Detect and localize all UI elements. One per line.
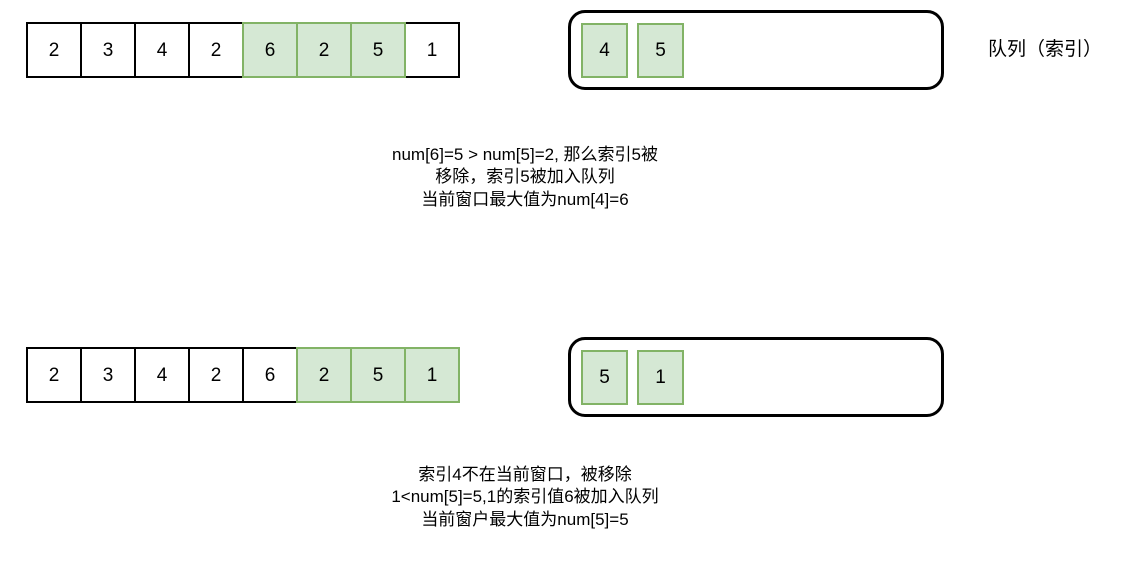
array-cell-value: 4 — [156, 39, 168, 61]
queue-items-step-2: 5 1 — [571, 349, 684, 405]
queue-cell: 1 — [637, 349, 684, 405]
array-cell-highlighted: 5 — [350, 347, 406, 403]
array-strip-step-2: 2 3 4 2 6 2 5 1 — [26, 347, 460, 403]
array-cell: 2 — [188, 22, 244, 78]
array-cell-value: 6 — [264, 39, 276, 61]
array-cell: 1 — [404, 22, 460, 78]
queue-cell-value: 4 — [599, 39, 610, 61]
array-cell: 3 — [80, 22, 136, 78]
caption-line: 索引4不在当前窗口，被移除 — [418, 465, 632, 484]
queue-items-step-1: 4 5 — [571, 22, 684, 78]
array-cell-value: 6 — [264, 364, 276, 386]
caption-step-2: 索引4不在当前窗口，被移除 1<num[5]=5,1的索引值6被加入队列 当前窗… — [0, 464, 1050, 531]
queue-cell-value: 1 — [655, 366, 666, 388]
array-cell-value: 2 — [318, 364, 330, 386]
array-cell-value: 5 — [372, 364, 384, 386]
queue-cell-value: 5 — [599, 366, 610, 388]
array-cell-highlighted: 2 — [296, 22, 352, 78]
caption-line: 当前窗户最大值为num[5]=5 — [421, 509, 629, 529]
array-cell: 2 — [188, 347, 244, 403]
array-cell-value: 1 — [426, 39, 438, 61]
array-cell-value: 2 — [48, 39, 60, 61]
queue-cell: 4 — [581, 22, 628, 78]
array-cell-value: 4 — [156, 364, 168, 386]
caption-line: num[6]=5 > num[5]=2, 那么索引5被 — [392, 145, 658, 164]
caption-step-1: num[6]=5 > num[5]=2, 那么索引5被 移除，索引5被加入队列 … — [0, 144, 1050, 211]
array-cell-highlighted: 5 — [350, 22, 406, 78]
queue-container-step-1: 4 5 — [568, 10, 944, 90]
array-cell: 6 — [242, 347, 298, 403]
array-cell: 3 — [80, 347, 136, 403]
array-cell-value: 5 — [372, 39, 384, 61]
array-cell-highlighted: 2 — [296, 347, 352, 403]
array-cell-value: 2 — [318, 39, 330, 61]
array-cell-value: 3 — [102, 364, 114, 386]
array-cell: 2 — [26, 22, 82, 78]
array-cell-value: 2 — [210, 39, 222, 61]
array-cell-value: 1 — [426, 364, 438, 386]
array-cell-value: 3 — [102, 39, 114, 61]
queue-cell: 5 — [637, 22, 684, 78]
array-cell-value: 2 — [48, 364, 60, 386]
array-cell-highlighted: 6 — [242, 22, 298, 78]
queue-container-step-2: 5 1 — [568, 337, 944, 417]
array-cell: 2 — [26, 347, 82, 403]
array-cell: 4 — [134, 22, 190, 78]
array-cell-value: 2 — [210, 364, 222, 386]
queue-cell: 5 — [581, 349, 628, 405]
caption-line: 移除，索引5被加入队列 — [435, 167, 615, 187]
array-cell: 4 — [134, 347, 190, 403]
caption-line: 1<num[5]=5,1的索引值6被加入队列 — [391, 487, 659, 507]
array-strip-step-1: 2 3 4 2 6 2 5 1 — [26, 22, 460, 78]
array-cell-highlighted: 1 — [404, 347, 460, 403]
queue-cell-value: 5 — [655, 39, 666, 61]
queue-side-label: 队列（索引） — [988, 39, 1103, 60]
caption-line: 当前窗口最大值为num[4]=6 — [421, 189, 629, 209]
